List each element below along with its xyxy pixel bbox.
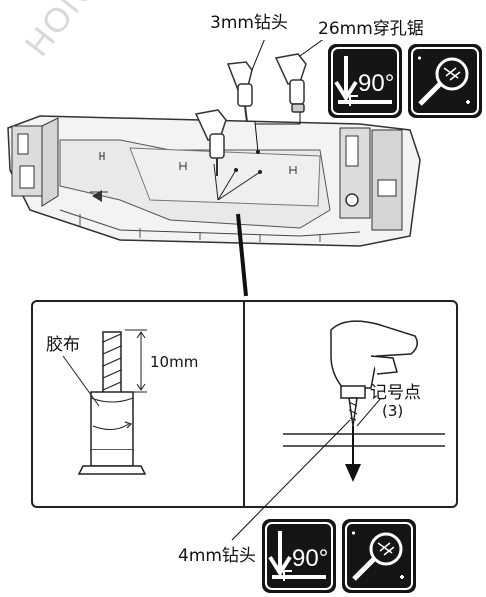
perpendicular-90-icon-bottom: 90° xyxy=(262,519,336,593)
detail-divider xyxy=(243,302,245,506)
drill-3mm-tool xyxy=(226,61,253,123)
mark-point-number: (3) xyxy=(382,402,404,420)
deburr-paint-icon-bottom xyxy=(342,519,416,593)
perpendicular-90-icon-top: 90° xyxy=(328,44,402,118)
hole-saw-26mm-label: 26mm穿孔锯 xyxy=(318,19,424,39)
tape-label: 胶布 xyxy=(46,335,80,355)
hole-saw-26mm-tool xyxy=(274,53,307,113)
drill-marking-point-illustration xyxy=(283,320,445,482)
depth-10mm-label: 10mm xyxy=(150,353,199,371)
perpendicular-text-bottom: 90° xyxy=(292,545,329,572)
taped-drill-bit-illustration xyxy=(62,329,147,475)
mark-point-label: 记号点 xyxy=(370,383,421,403)
drill-main-tool xyxy=(194,109,227,176)
dashboard-panel-illustration xyxy=(7,40,421,297)
perpendicular-text-top: 90° xyxy=(358,70,395,97)
drill-4mm-label: 4mm钻头 xyxy=(178,546,256,566)
deburr-paint-icon-top xyxy=(408,44,482,118)
drill-3mm-label: 3mm钻头 xyxy=(210,13,288,33)
